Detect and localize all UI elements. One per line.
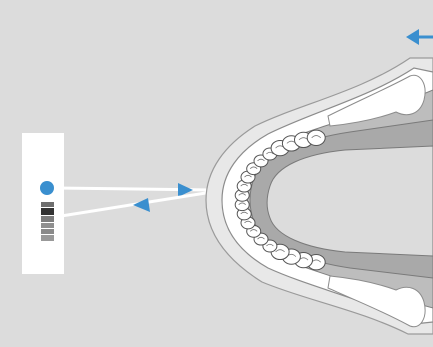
arrow-left-icon bbox=[406, 29, 433, 45]
tooth bbox=[307, 130, 325, 145]
jaw-cross-section bbox=[206, 58, 433, 334]
scanner-device bbox=[22, 133, 64, 274]
beam-lines bbox=[55, 183, 212, 217]
returned-arrowhead bbox=[133, 198, 150, 212]
returned-beam bbox=[55, 192, 212, 217]
circle-dot-icon bbox=[40, 181, 54, 195]
